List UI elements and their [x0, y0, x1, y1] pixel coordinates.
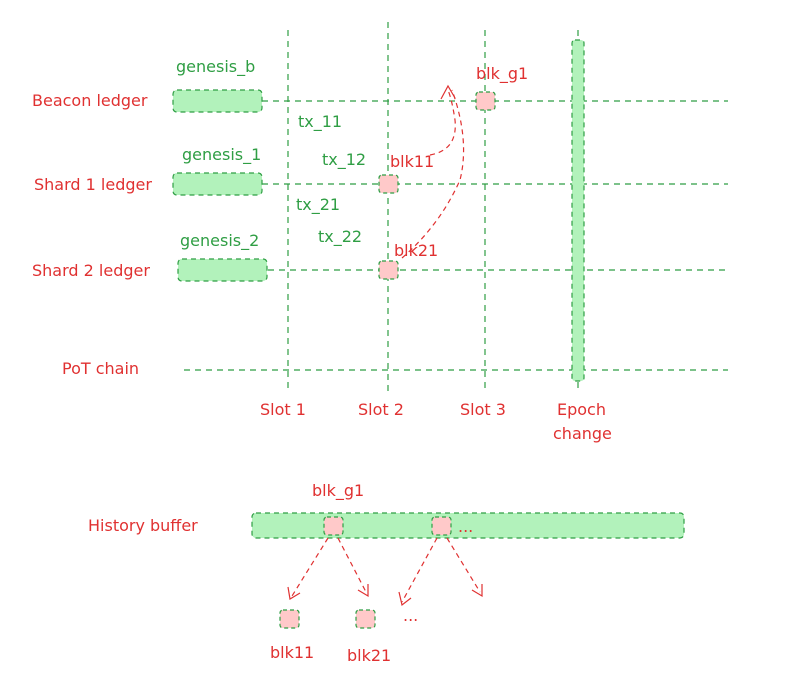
epoch-label-line2: change [553, 424, 612, 443]
tx-11-label: tx_11 [298, 112, 342, 132]
shard1-ledger-label: Shard 1 ledger [34, 175, 152, 194]
arrowhead-icon [398, 591, 412, 607]
blk11-block [378, 174, 399, 194]
blk-g1-label: blk_g1 [476, 64, 528, 84]
genesis-2-label: genesis_2 [180, 231, 259, 251]
blk11-to-blkg1-arrow [429, 89, 456, 156]
slot2-label: Slot 2 [358, 400, 404, 419]
history-buffer-label: History buffer [88, 516, 198, 535]
history-blk-g1-block [323, 516, 344, 536]
tx-12-label: tx_12 [322, 150, 366, 170]
genesis-b-block [172, 89, 263, 113]
history-arrow-next-left [401, 537, 438, 603]
history-blk11-block [279, 609, 300, 629]
history-ellipsis-below: ... [403, 606, 418, 625]
blk21-to-blkg1-arrow [401, 89, 465, 259]
arrowhead-icon [471, 584, 483, 598]
history-blk-g1-label: blk_g1 [312, 481, 364, 501]
pot-chain-label: PoT chain [62, 359, 139, 378]
shard2-ledger-label: Shard 2 ledger [32, 261, 150, 280]
blk-g1-block [475, 91, 496, 111]
history-arrow-to-blk21 [337, 537, 367, 593]
blk11-label: blk11 [390, 152, 434, 171]
genesis-1-label: genesis_1 [182, 145, 261, 165]
history-blk11-label: blk11 [270, 643, 314, 662]
tx-22-label: tx_22 [318, 227, 362, 247]
beacon-ledger-label: Beacon ledger [32, 91, 148, 110]
history-ellipsis-inline: ... [458, 517, 473, 536]
tx-21-label: tx_21 [296, 195, 340, 215]
slot1-label: Slot 1 [260, 400, 306, 419]
history-blk21-label: blk21 [347, 646, 391, 665]
arrowhead-icon [287, 586, 301, 600]
history-buffer-bar [251, 512, 685, 539]
history-arrow-next-right [446, 537, 481, 593]
arrowhead-icon [440, 84, 456, 100]
history-blk21-block [355, 609, 376, 629]
arrowhead-icon [357, 584, 369, 598]
blk21-block [378, 260, 399, 280]
history-next-block [431, 516, 452, 536]
genesis-2-block [177, 258, 268, 282]
epoch-label-line1: Epoch [557, 400, 606, 419]
epoch-change-bar [571, 39, 585, 382]
genesis-1-block [172, 172, 263, 196]
genesis-b-label: genesis_b [176, 57, 255, 77]
history-arrow-to-blk11 [291, 537, 329, 597]
slot3-label: Slot 3 [460, 400, 506, 419]
